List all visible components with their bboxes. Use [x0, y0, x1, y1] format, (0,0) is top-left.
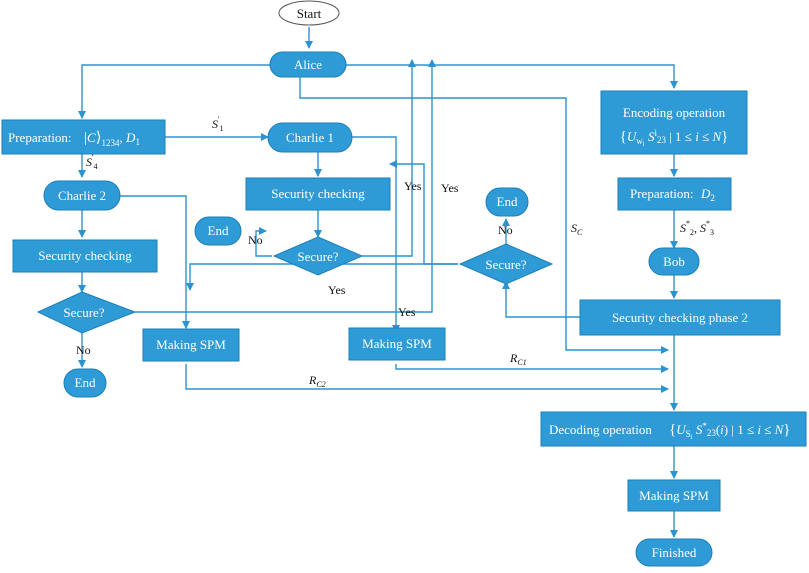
edge-alice-encoding	[346, 64, 678, 89]
edge-secure3-yes-line	[389, 160, 458, 265]
label-yes-c3: Yes	[441, 181, 459, 195]
label-s2-s3: S*2, S*3	[680, 219, 714, 237]
label-s4: S'4	[86, 153, 97, 171]
bob-label: Bob	[663, 254, 685, 269]
making-spm-final-label: Making SPM	[639, 488, 709, 503]
bob-node: Bob	[648, 247, 700, 276]
svg-text:|C⟩1234, D1: |C⟩1234, D1	[84, 130, 140, 148]
decoding-node: Decoding operation {USi S*23(i) | 1 ≤ i …	[540, 411, 807, 447]
end-c3-label: End	[497, 194, 518, 209]
encoding-node: Encoding operation {Uwi Si23 | 1 ≤ i ≤ N…	[600, 90, 748, 155]
start-label: Start	[297, 6, 322, 21]
label-sc: SC	[571, 221, 583, 237]
label-yes-secure3: Yes	[328, 283, 346, 297]
edge-makingspm2-rc2	[185, 364, 669, 393]
label-rc1: RC1	[509, 351, 527, 367]
end-c2-node: End	[63, 368, 107, 398]
secure-c3-label: Secure?	[485, 257, 526, 272]
preparation-c-node: Preparation: |C⟩1234, D1	[1, 119, 166, 155]
secure-c2-label: Secure?	[63, 305, 104, 320]
end-c1-label: End	[208, 223, 229, 238]
end-c3-node: End	[485, 187, 529, 217]
edge-secure2-yes	[135, 59, 436, 313]
security-check-c2-node: Security checking	[12, 239, 158, 273]
decoding-label: Decoding operation	[549, 422, 652, 437]
charlie1-node: Charlie 1	[267, 122, 353, 153]
security-phase2-label: Security checking phase 2	[612, 310, 748, 325]
preparation-c-label: Preparation:	[8, 130, 72, 145]
end-c1-node: End	[194, 216, 242, 246]
making-spm-c1-label: Making SPM	[362, 336, 432, 351]
security-phase2-node: Security checking phase 2	[579, 299, 781, 336]
edge-labels: No No No Yes Yes Yes Yes S'1 S'4 SC RC1 …	[76, 115, 714, 389]
encoding-label: Encoding operation	[623, 105, 726, 120]
svg-text:{Uwi Si23 | 1 ≤ i ≤ N}: {Uwi Si23 | 1 ≤ i ≤ N}	[620, 128, 729, 148]
preparation-d2-node: Preparation: D2	[617, 177, 732, 211]
charlie2-label: Charlie 2	[58, 188, 106, 203]
label-no-c1: No	[248, 233, 263, 247]
edge-alice-preparation	[78, 64, 270, 119]
finished-label: Finished	[652, 545, 697, 560]
end-c2-label: End	[75, 375, 96, 390]
edge-phase2-secure3	[502, 281, 580, 318]
secure-c2-diamond: Secure?	[36, 291, 137, 334]
security-check-c1-node: Security checking	[245, 177, 391, 211]
making-spm-c1-node: Making SPM	[348, 327, 446, 361]
edge-secure3-yes-2	[186, 263, 458, 291]
charlie2-node: Charlie 2	[43, 180, 121, 211]
secure-c3-diamond: Secure?	[458, 243, 554, 285]
label-no-c2: No	[76, 343, 91, 357]
label-rc2: RC2	[308, 373, 326, 389]
charlie1-label: Charlie 1	[286, 130, 334, 145]
svg-text:{USi S*23(i) | 1 ≤ i ≤ N}: {USi S*23(i) | 1 ≤ i ≤ N}	[669, 421, 791, 441]
label-s1: S'1	[212, 115, 223, 133]
edge-alice-sc	[299, 77, 669, 354]
label-yes-c2: Yes	[398, 305, 416, 319]
edges	[78, 27, 678, 538]
preparation-d2-label: Preparation:	[630, 186, 694, 201]
security-check-c1-label: Security checking	[271, 186, 365, 201]
edge-makingspm1-rc1	[395, 364, 669, 373]
edge-secure1-yes	[362, 59, 416, 257]
making-spm-c2-node: Making SPM	[142, 328, 240, 362]
edge-charlie1-makingspm	[345, 136, 400, 333]
alice-label: Alice	[294, 57, 322, 72]
finished-node: Finished	[635, 538, 713, 567]
making-spm-c2-label: Making SPM	[156, 337, 226, 352]
label-no-c3: No	[498, 223, 513, 237]
label-yes-c1: Yes	[404, 179, 422, 193]
making-spm-final-node: Making SPM	[627, 479, 721, 512]
edge-secure1-end	[255, 227, 272, 257]
secure-c1-label: Secure?	[297, 249, 338, 264]
svg-text:D2: D2	[700, 186, 715, 203]
alice-node: Alice	[269, 51, 347, 78]
secure-c1-diamond: Secure?	[272, 236, 364, 276]
security-check-c2-label: Security checking	[38, 248, 132, 263]
start-node: Start	[278, 0, 340, 26]
